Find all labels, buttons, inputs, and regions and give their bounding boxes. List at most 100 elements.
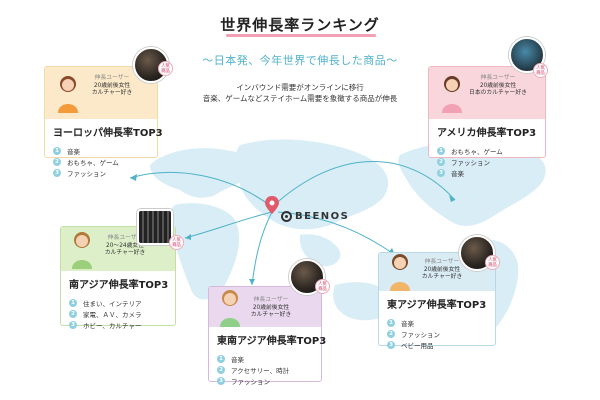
card-europe: 伸長ユーザー 20歳前後女性 カルチャー好き 人気 商品 ヨーロッパ伸長率TOP… xyxy=(44,47,173,178)
rank-label: ファッション xyxy=(401,330,440,339)
east-asia-card-title: 東アジア伸長率TOP3 xyxy=(387,300,487,311)
beenos-logo-icon xyxy=(281,211,292,222)
rank-label: おもちゃ、ゲーム xyxy=(67,158,119,167)
rank-number: 3 xyxy=(217,376,225,385)
southeast-asia-user-info: 伸長ユーザー 20歳前後女性 カルチャー好き xyxy=(243,297,299,320)
rank-number: 2 xyxy=(53,157,61,166)
arrow-to-southeast-asia xyxy=(251,211,273,286)
europe-user-line1: 20歳前後女性 xyxy=(93,82,131,89)
list-item: 1 音楽 xyxy=(217,353,315,364)
southeast-asia-card-title: 東南アジア伸長率TOP3 xyxy=(217,336,327,347)
arrowhead-southeast-asia xyxy=(249,279,255,285)
rank-label: ファッション xyxy=(451,158,490,167)
america-user-info: 伸長ユーザー 20歳前後女性 日本のカルチャー好き xyxy=(465,75,531,98)
japan-pin-icon xyxy=(265,196,279,214)
rank-number: 3 xyxy=(53,168,61,177)
america-badge-line1: 人気 xyxy=(536,65,545,71)
east-asia-user-role: 伸長ユーザー xyxy=(424,259,460,265)
woman-orange-icon xyxy=(58,76,78,113)
europe-badge-line2: 商品 xyxy=(161,68,170,74)
south-asia-product-photo xyxy=(137,209,173,245)
arrow-to-america xyxy=(271,161,456,208)
card-america-header: 伸長ユーザー 20歳前後女性 日本のカルチャー好き xyxy=(429,67,545,119)
rank-label: 住まい、インテリア xyxy=(83,299,142,308)
america-card-title: アメリカ伸長率TOP3 xyxy=(437,128,537,139)
rank-number: 2 xyxy=(217,365,225,374)
south-asia-badge-line2: 商品 xyxy=(172,242,181,248)
list-item: 1 音楽 xyxy=(387,317,489,328)
rank-number: 2 xyxy=(69,309,77,318)
europe-card-body: ヨーロッパ伸長率TOP3 1 音楽 2 おもちゃ、ゲーム 3 ファッション xyxy=(45,119,163,178)
rank-label: 音楽 xyxy=(231,355,244,364)
america-badge-line2: 商品 xyxy=(536,70,545,76)
page-subtitle: 〜日本発、今年世界で伸長した商品〜 xyxy=(202,54,398,67)
east-asia-badge-line2: 商品 xyxy=(488,262,497,268)
europe-popular-badge: 人気 商品 xyxy=(158,61,173,76)
europe-user-role: 伸長ユーザー xyxy=(94,75,130,81)
rank-number: 1 xyxy=(217,354,225,363)
east-asia-popular-badge: 人気 商品 xyxy=(485,255,500,270)
europe-badge-line1: 人気 xyxy=(161,63,170,69)
rank-number: 3 xyxy=(69,320,77,329)
rank-number: 3 xyxy=(437,168,445,177)
east-asia-user-info: 伸長ユーザー 20歳前後女性 カルチャー好き xyxy=(413,259,471,282)
rank-label: ベビー用品 xyxy=(401,341,434,350)
continent-southeast-asia xyxy=(299,234,341,267)
woman-green-icon xyxy=(72,232,92,269)
rank-number: 2 xyxy=(437,157,445,166)
card-south-asia: 伸長ユーザー 20〜24歳女性 カルチャー好き 人気 商品 南アジア伸長率TOP… xyxy=(60,209,184,330)
south-asia-user-line1: 20〜24歳女性 xyxy=(106,242,144,249)
description-line-2: 音楽、ゲームなどステイホーム需要を象徴する商品が伸長 xyxy=(202,94,398,103)
beenos-logo-text: BEENOS xyxy=(295,211,350,222)
rank-label: 音楽 xyxy=(451,169,464,178)
page-title: 世界伸長率ランキング xyxy=(220,16,380,34)
south-asia-user-info: 伸長ユーザー 20〜24歳女性 カルチャー好き xyxy=(97,235,153,258)
arrowhead-south-asia xyxy=(185,234,191,240)
east-asia-user-line1: 20歳前後女性 xyxy=(423,266,461,273)
arrows xyxy=(129,161,456,286)
rank-number: 1 xyxy=(387,318,395,327)
list-item: 3 ファッション xyxy=(53,167,151,178)
south-asia-user-role: 伸長ユーザー xyxy=(107,235,143,241)
rank-label: ファッション xyxy=(67,169,106,178)
title-underline xyxy=(226,34,376,37)
america-user-line1: 20歳前後女性 xyxy=(479,82,517,89)
card-east-asia: 伸長ユーザー 20歳前後女性 カルチャー好き 人気 商品 東アジア伸長率TOP3… xyxy=(378,235,500,350)
arrow-to-east-asia xyxy=(277,211,396,256)
southeast-asia-badge-line1: 人気 xyxy=(318,281,327,287)
southeast-asia-user-role: 伸長ユーザー xyxy=(253,297,289,303)
list-item: 2 ファッション xyxy=(437,156,539,167)
south-asia-badge-line1: 人気 xyxy=(172,237,181,243)
woman-purple-icon xyxy=(220,290,240,327)
rank-label: 音楽 xyxy=(401,319,414,328)
southeast-asia-user-line1: 20歳前後女性 xyxy=(252,304,290,311)
south-asia-card-title: 南アジア伸長率TOP3 xyxy=(69,280,169,291)
arrow-to-europe xyxy=(129,172,273,208)
woman-pink-icon xyxy=(442,76,462,113)
europe-card-title: ヨーロッパ伸長率TOP3 xyxy=(53,128,163,139)
rank-label: 家電、ＡＶ、カメラ xyxy=(83,310,142,319)
list-item: 3 ベビー用品 xyxy=(387,339,489,350)
rank-number: 3 xyxy=(387,340,395,349)
arrowhead-europe xyxy=(130,174,137,181)
europe-user-line2: カルチャー好き xyxy=(91,90,133,96)
rank-number: 1 xyxy=(53,146,61,155)
rank-label: 音楽 xyxy=(67,147,80,156)
rank-label: おもちゃ、ゲーム xyxy=(451,147,503,156)
south-asia-user-line2: カルチャー好き xyxy=(104,250,146,256)
list-item: 2 おもちゃ、ゲーム xyxy=(53,156,151,167)
america-popular-badge: 人気 商品 xyxy=(533,63,548,78)
south-asia-popular-badge: 人気 商品 xyxy=(169,235,184,250)
arrowhead-america xyxy=(449,195,455,202)
europe-user-info: 伸長ユーザー 20歳前後女性 カルチャー好き xyxy=(83,75,141,98)
america-user-line2: 日本のカルチャー好き xyxy=(469,90,527,96)
woman-blue-icon xyxy=(390,254,410,291)
rank-label: アクセサリー、時計 xyxy=(231,366,290,375)
east-asia-user-line2: カルチャー好き xyxy=(421,274,463,280)
